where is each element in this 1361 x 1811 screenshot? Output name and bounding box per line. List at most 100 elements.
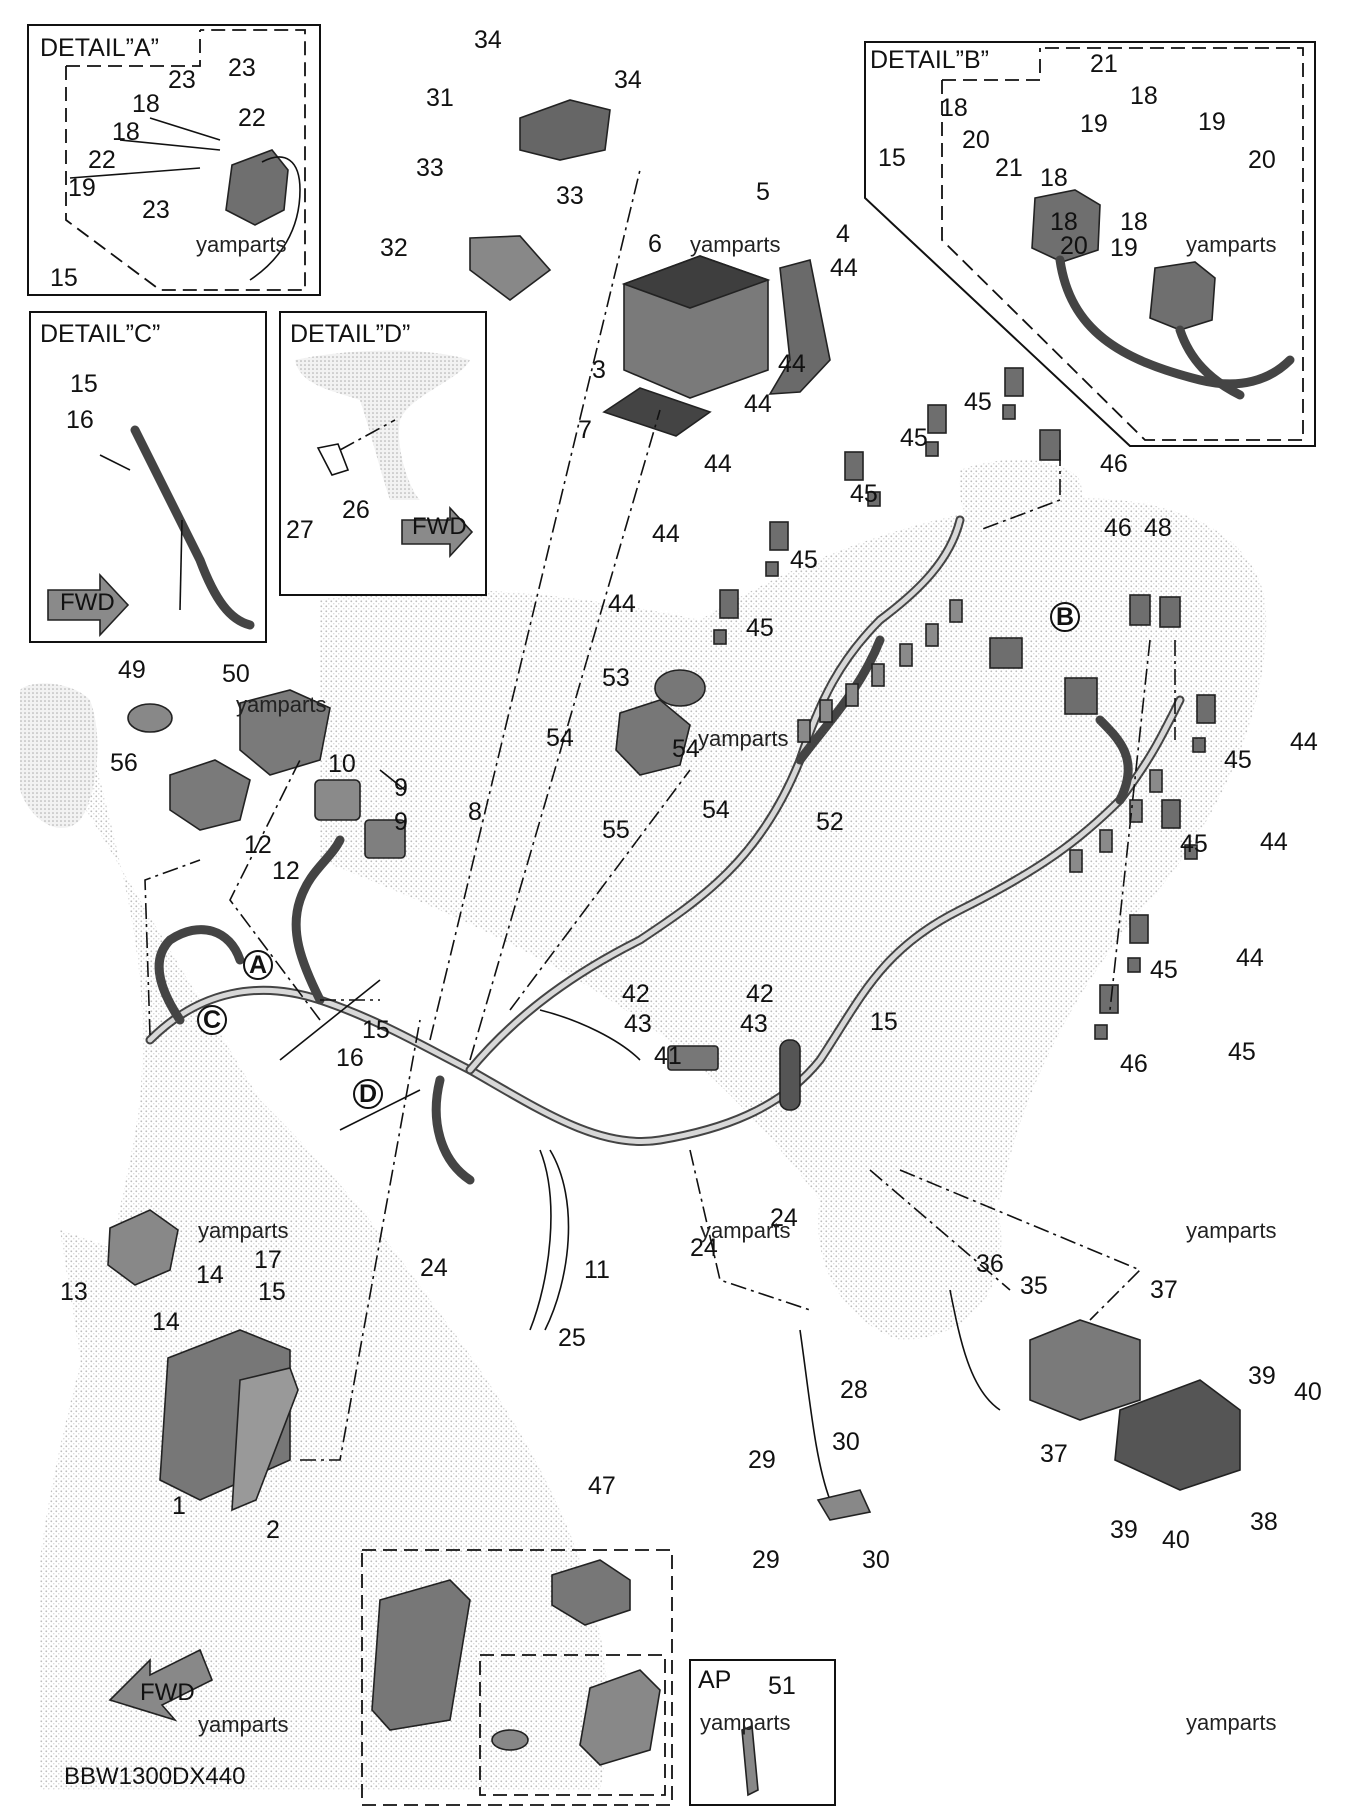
part-label-4: 4 xyxy=(836,220,850,248)
detail-a-label: 18 xyxy=(132,90,160,118)
detail-b-box xyxy=(864,41,1316,447)
connector-groups xyxy=(713,367,1216,1040)
scooter-body-silhouette xyxy=(20,459,1267,1790)
part-label-44: 44 xyxy=(778,350,806,378)
svg-text:B: B xyxy=(1056,603,1074,631)
part-label-34: 34 xyxy=(474,26,502,54)
part-label-12: 12 xyxy=(244,831,272,859)
main-wire-harness xyxy=(145,515,1185,1185)
part-label-39: 39 xyxy=(1110,1516,1138,1544)
watermark-text: yamparts xyxy=(690,232,780,257)
part-label-55: 55 xyxy=(602,816,630,844)
part-label-56: 56 xyxy=(110,749,138,777)
detail-c-label: 15 xyxy=(70,370,98,398)
watermark-text: yamparts xyxy=(198,1218,288,1243)
part-label-54: 54 xyxy=(546,724,574,752)
part-label-40: 40 xyxy=(1294,1378,1322,1406)
detail-b-label: 18 xyxy=(1040,164,1068,192)
part-label-5: 5 xyxy=(756,178,770,206)
part-label-46: 46 xyxy=(1100,450,1128,478)
part-label-24: 24 xyxy=(420,1254,448,1282)
part-label-1: 1 xyxy=(172,1492,186,1520)
ap-box xyxy=(689,1659,836,1806)
callout-d: D xyxy=(353,1079,383,1109)
callout-a: A xyxy=(243,950,273,980)
detail-b-label: 20 xyxy=(1060,232,1088,260)
part-label-9: 9 xyxy=(394,774,408,802)
detail-c-box xyxy=(29,311,267,643)
part-label-44: 44 xyxy=(1236,944,1264,972)
part-label-39: 39 xyxy=(1248,1362,1276,1390)
svg-text:C: C xyxy=(203,1006,221,1034)
part-label-44: 44 xyxy=(1290,728,1318,756)
watermark-text: yamparts xyxy=(236,692,326,717)
detail-a-label: 22 xyxy=(238,104,266,132)
part-label-14: 14 xyxy=(152,1308,180,1336)
part-label-53: 53 xyxy=(602,664,630,692)
detail-b-label: 19 xyxy=(1198,108,1226,136)
part-label-33: 33 xyxy=(416,154,444,182)
part-label-15: 15 xyxy=(870,1008,898,1036)
part-label-42: 42 xyxy=(746,980,774,1008)
callout-c: C xyxy=(197,1005,227,1035)
part-label-44: 44 xyxy=(652,520,680,548)
detail-a-label: 19 xyxy=(68,174,96,202)
svg-text:A: A xyxy=(249,951,267,979)
detail-a-label: 22 xyxy=(88,146,116,174)
watermark-text: yamparts xyxy=(1186,1218,1276,1243)
detail-a-title: DETAIL”A” xyxy=(40,34,159,62)
part-label-32: 32 xyxy=(380,234,408,262)
part-label-45: 45 xyxy=(1224,746,1252,774)
part-label-45: 45 xyxy=(964,388,992,416)
part-label-15: 15 xyxy=(258,1278,286,1306)
part-label-29: 29 xyxy=(748,1446,776,1474)
detail-d-label: 27 xyxy=(286,516,314,544)
part-label-45: 45 xyxy=(790,546,818,574)
detail-a-box xyxy=(27,24,321,296)
part-label-54: 54 xyxy=(702,796,730,824)
part-label-34: 34 xyxy=(614,66,642,94)
callout-b: B xyxy=(1050,602,1080,632)
part-label-2: 2 xyxy=(266,1516,280,1544)
part-label-45: 45 xyxy=(1150,956,1178,984)
svg-text:D: D xyxy=(359,1080,377,1108)
part-label-50: 50 xyxy=(222,660,250,688)
detail-b-label: 20 xyxy=(962,126,990,154)
part-label-46: 46 xyxy=(1104,514,1132,542)
ap-title: AP xyxy=(698,1666,731,1694)
fwd-arrow xyxy=(108,1648,214,1722)
drawing-code: BBW1300DX440 xyxy=(64,1763,245,1790)
part-label-37: 37 xyxy=(1150,1276,1178,1304)
part-label-49: 49 xyxy=(118,656,146,684)
part-label-28: 28 xyxy=(840,1376,868,1404)
ap-part-label: 51 xyxy=(768,1672,796,1700)
part-label-3: 3 xyxy=(592,356,606,384)
part-label-44: 44 xyxy=(744,390,772,418)
part-label-45: 45 xyxy=(1228,1038,1256,1066)
part-label-6: 6 xyxy=(648,230,662,258)
detail-b-label: 18 xyxy=(1120,208,1148,236)
detail-b-label: 21 xyxy=(995,154,1023,182)
part-label-46: 46 xyxy=(1120,1050,1148,1078)
detail-b-label: 18 xyxy=(1050,208,1078,236)
part-label-52: 52 xyxy=(816,808,844,836)
detail-c-title: DETAIL”C” xyxy=(40,320,160,348)
part-label-54: 54 xyxy=(672,735,700,763)
part-label-30: 30 xyxy=(862,1546,890,1574)
part-label-42: 42 xyxy=(622,980,650,1008)
parts xyxy=(107,99,1241,1521)
part-label-33: 33 xyxy=(556,182,584,210)
part-label-7: 7 xyxy=(578,416,592,444)
part-label-10: 10 xyxy=(328,750,356,778)
fwd-text-main: FWD xyxy=(140,1679,195,1706)
part-label-44: 44 xyxy=(608,590,636,618)
detail-a-label: 18 xyxy=(112,118,140,146)
part-label-41: 41 xyxy=(654,1042,682,1070)
detail-b-label: 20 xyxy=(1248,146,1276,174)
detail-b-label: 19 xyxy=(1080,110,1108,138)
part-label-36: 36 xyxy=(976,1250,1004,1278)
part-label-45: 45 xyxy=(1180,830,1208,858)
detail-b-label: 21 xyxy=(1090,50,1118,78)
part-label-38: 38 xyxy=(1250,1508,1278,1536)
